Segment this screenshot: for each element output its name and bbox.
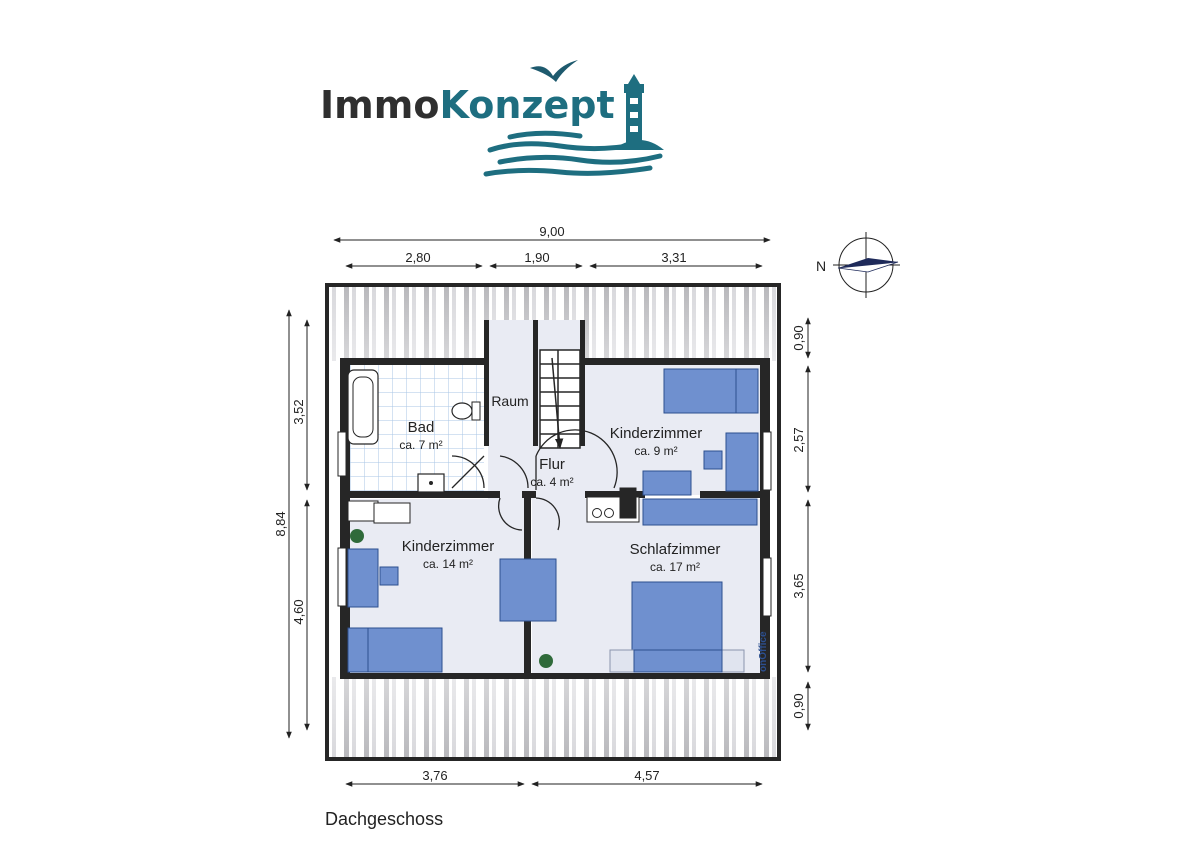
plant-icon [350,529,553,668]
walls [325,283,781,761]
room-area-schlaf: ca. 17 m² [650,560,700,574]
floor-label: Dachgeschoss [325,809,443,829]
dim-top-total: 9,00 [539,224,564,239]
waves-icon [483,130,663,177]
seagull-icon [530,60,578,82]
dim-right-2: 2,57 [791,427,806,452]
compass-north-label: N [816,258,826,274]
dim-right-1: 0,90 [791,325,806,350]
furniture [347,368,759,673]
logo: ImmoKonzept [320,60,664,177]
dimension-labels: 9,00 2,80 1,90 3,31 8,84 3,52 4,60 0,90 … [273,224,806,783]
room-area-bad: ca. 7 m² [399,438,442,452]
room-labels: Bad ca. 7 m² Raum Flur ca. 4 m² Kinderzi… [399,393,720,574]
dim-left-total: 8,84 [273,511,288,536]
dim-right-4: 0,90 [791,693,806,718]
room-name-schlaf: Schlafzimmer [630,541,721,558]
toilet [451,402,473,420]
dim-left-lower: 4,60 [291,599,306,624]
windows [337,431,772,617]
watermark: onOffice [758,631,769,672]
dim-left-upper: 3,52 [291,399,306,424]
dim-top-mid: 1,90 [524,250,549,265]
dim-bottom-right: 4,57 [634,768,659,783]
svg-text:ImmoKonzept: ImmoKonzept [320,83,615,127]
room-name-kinder-small: Kinderzimmer [610,425,703,442]
room-area-kinder-large: ca. 14 m² [423,557,473,571]
dim-top-left: 2,80 [405,250,430,265]
room-name-raum: Raum [491,393,528,409]
logo-text-immo: Immo [320,83,439,127]
compass-icon: N [816,232,900,298]
room-area-flur: ca. 4 m² [530,475,573,489]
room-area-kinder-small: ca. 9 m² [634,444,677,458]
logo-text-konzept: Konzept [439,83,614,127]
dim-top-right: 3,31 [661,250,686,265]
room-name-kinder-large: Kinderzimmer [402,538,495,555]
staircase [539,349,581,450]
dimension-lines [286,237,811,787]
doors [451,429,618,531]
room-name-flur: Flur [539,456,565,473]
bathroom-fixtures [347,369,481,493]
dim-bottom-left: 3,76 [422,768,447,783]
lighthouse-icon [612,74,664,150]
roof-bottom [327,677,779,759]
room-name-bad: Bad [408,419,435,436]
dim-right-3: 3,65 [791,573,806,598]
